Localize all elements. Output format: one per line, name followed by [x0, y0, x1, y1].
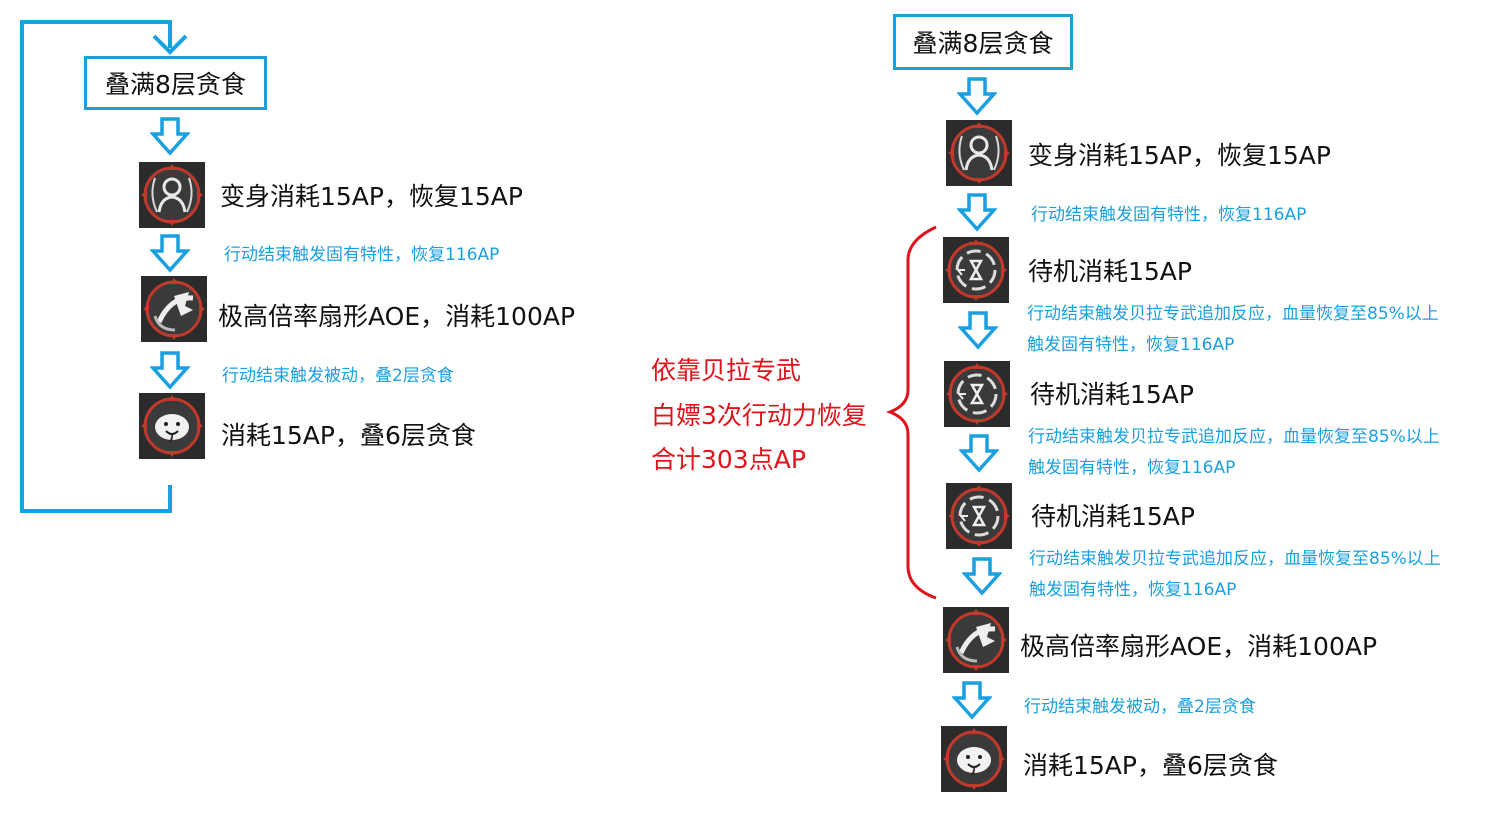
right-step4-note2: 触发固有特性，恢复116AP — [1029, 580, 1237, 600]
transform-figure-icon — [946, 120, 1012, 186]
left-step3-label: 消耗15AP，叠6层贪食 — [221, 421, 476, 450]
right-step1-label: 变身消耗15AP，恢复15AP — [1028, 141, 1331, 170]
right-start-box: 叠满8层贪食 — [893, 14, 1073, 70]
hourglass-wait-icon — [943, 237, 1009, 303]
right-step1-note: 行动结束触发固有特性，恢复116AP — [1031, 205, 1307, 225]
annotation-line-3: 合计303点AP — [651, 445, 806, 474]
right-step2-note: 行动结束触发贝拉专武追加反应，血量恢复至85%以上 — [1027, 304, 1439, 324]
right-step3-label: 待机消耗15AP — [1030, 380, 1194, 409]
right-step4-label: 待机消耗15AP — [1031, 502, 1195, 531]
annotation-line-2: 白嫖3次行动力恢复 — [651, 401, 867, 430]
down-arrow-icon — [953, 681, 991, 719]
left-step2-label: 极高倍率扇形AOE，消耗100AP — [218, 302, 576, 331]
down-arrow-icon — [960, 434, 998, 472]
right-step3-note2: 触发固有特性，恢复116AP — [1028, 458, 1236, 478]
devour-face-icon — [941, 726, 1007, 792]
right-step2-note2: 触发固有特性，恢复116AP — [1027, 335, 1235, 355]
hourglass-wait-icon — [946, 483, 1012, 549]
left-step1-note: 行动结束触发固有特性，恢复116AP — [224, 245, 500, 265]
right-step3-note: 行动结束触发贝拉专武追加反应，血量恢复至85%以上 — [1028, 427, 1440, 447]
left-start-box: 叠满8层贪食 — [84, 56, 267, 110]
down-arrow-icon — [958, 77, 996, 115]
left-step2-note: 行动结束触发被动，叠2层贪食 — [222, 366, 454, 386]
right-step5-label: 极高倍率扇形AOE，消耗100AP — [1020, 632, 1378, 661]
annotation-line-1: 依靠贝拉专武 — [651, 356, 802, 385]
down-arrow-icon — [963, 557, 1001, 595]
left-step1-label: 变身消耗15AP，恢复15AP — [220, 182, 523, 211]
right-step6-label: 消耗15AP，叠6层贪食 — [1023, 751, 1278, 780]
down-arrow-icon — [959, 311, 997, 349]
right-step2-label: 待机消耗15AP — [1028, 257, 1192, 286]
right-step5-note: 行动结束触发被动，叠2层贪食 — [1024, 697, 1256, 717]
hourglass-wait-icon — [944, 361, 1010, 427]
down-arrow-icon — [958, 193, 996, 231]
fan-aoe-icon — [943, 607, 1009, 673]
right-step4-note: 行动结束触发贝拉专武追加反应，血量恢复至85%以上 — [1029, 549, 1441, 569]
